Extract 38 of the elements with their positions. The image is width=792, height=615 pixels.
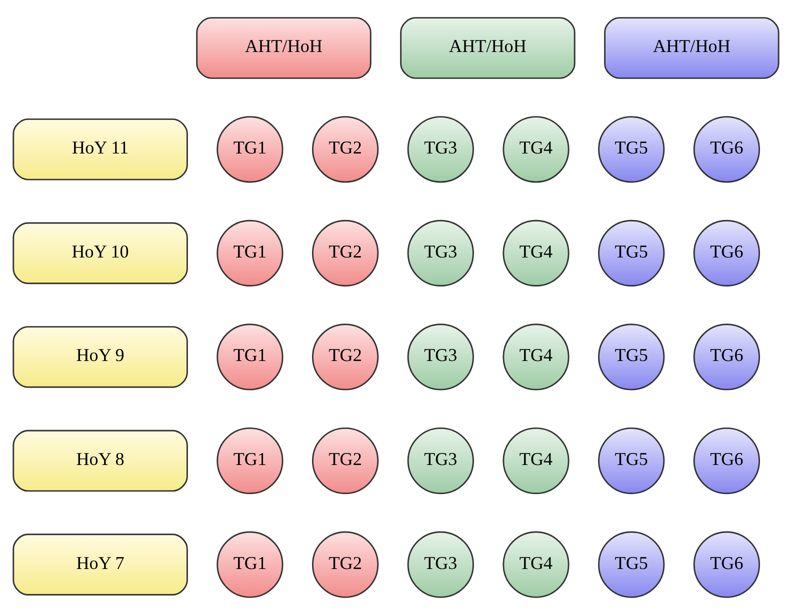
node-box: HoY 11: [12, 118, 188, 180]
node-circle: TG5: [598, 324, 665, 390]
node-circle: TG1: [216, 116, 284, 183]
node-box: AHT/HoH: [196, 17, 372, 79]
node-circle: TG1: [216, 220, 284, 286]
node-circle: TG3: [407, 116, 474, 183]
node-box: HoY 10: [12, 222, 188, 284]
node-circle: TG5: [598, 116, 665, 183]
node-circle: TG6: [693, 220, 760, 286]
node-circle: TG4: [502, 324, 570, 390]
node-circle: TG5: [598, 427, 665, 494]
node-circle: TG6: [693, 324, 760, 390]
node-circle: TG3: [407, 324, 474, 390]
node-circle: TG1: [216, 531, 284, 598]
node-circle: TG1: [216, 427, 284, 494]
node-circle: TG2: [312, 220, 379, 286]
node-circle: TG6: [693, 427, 760, 494]
node-circle: TG6: [693, 531, 760, 598]
node-circle: TG4: [502, 116, 570, 183]
node-circle: TG6: [693, 116, 760, 183]
node-circle: TG2: [312, 427, 379, 494]
node-box: HoY 9: [12, 326, 188, 388]
node-box: HoY 7: [12, 534, 188, 596]
node-circle: TG2: [312, 324, 379, 390]
node-circle: TG2: [312, 116, 379, 183]
node-circle: TG3: [407, 220, 474, 286]
node-circle: TG5: [598, 220, 665, 286]
node-circle: TG1: [216, 324, 284, 390]
node-circle: TG3: [407, 427, 474, 494]
node-box: AHT/HoH: [604, 17, 780, 79]
node-circle: TG3: [407, 531, 474, 598]
node-box: HoY 8: [12, 430, 188, 492]
node-box: AHT/HoH: [400, 17, 576, 79]
node-circle: TG4: [502, 220, 570, 286]
node-circle: TG2: [312, 531, 379, 598]
node-circle: TG4: [502, 427, 570, 494]
node-circle: TG5: [598, 531, 665, 598]
node-circle: TG4: [502, 531, 570, 598]
